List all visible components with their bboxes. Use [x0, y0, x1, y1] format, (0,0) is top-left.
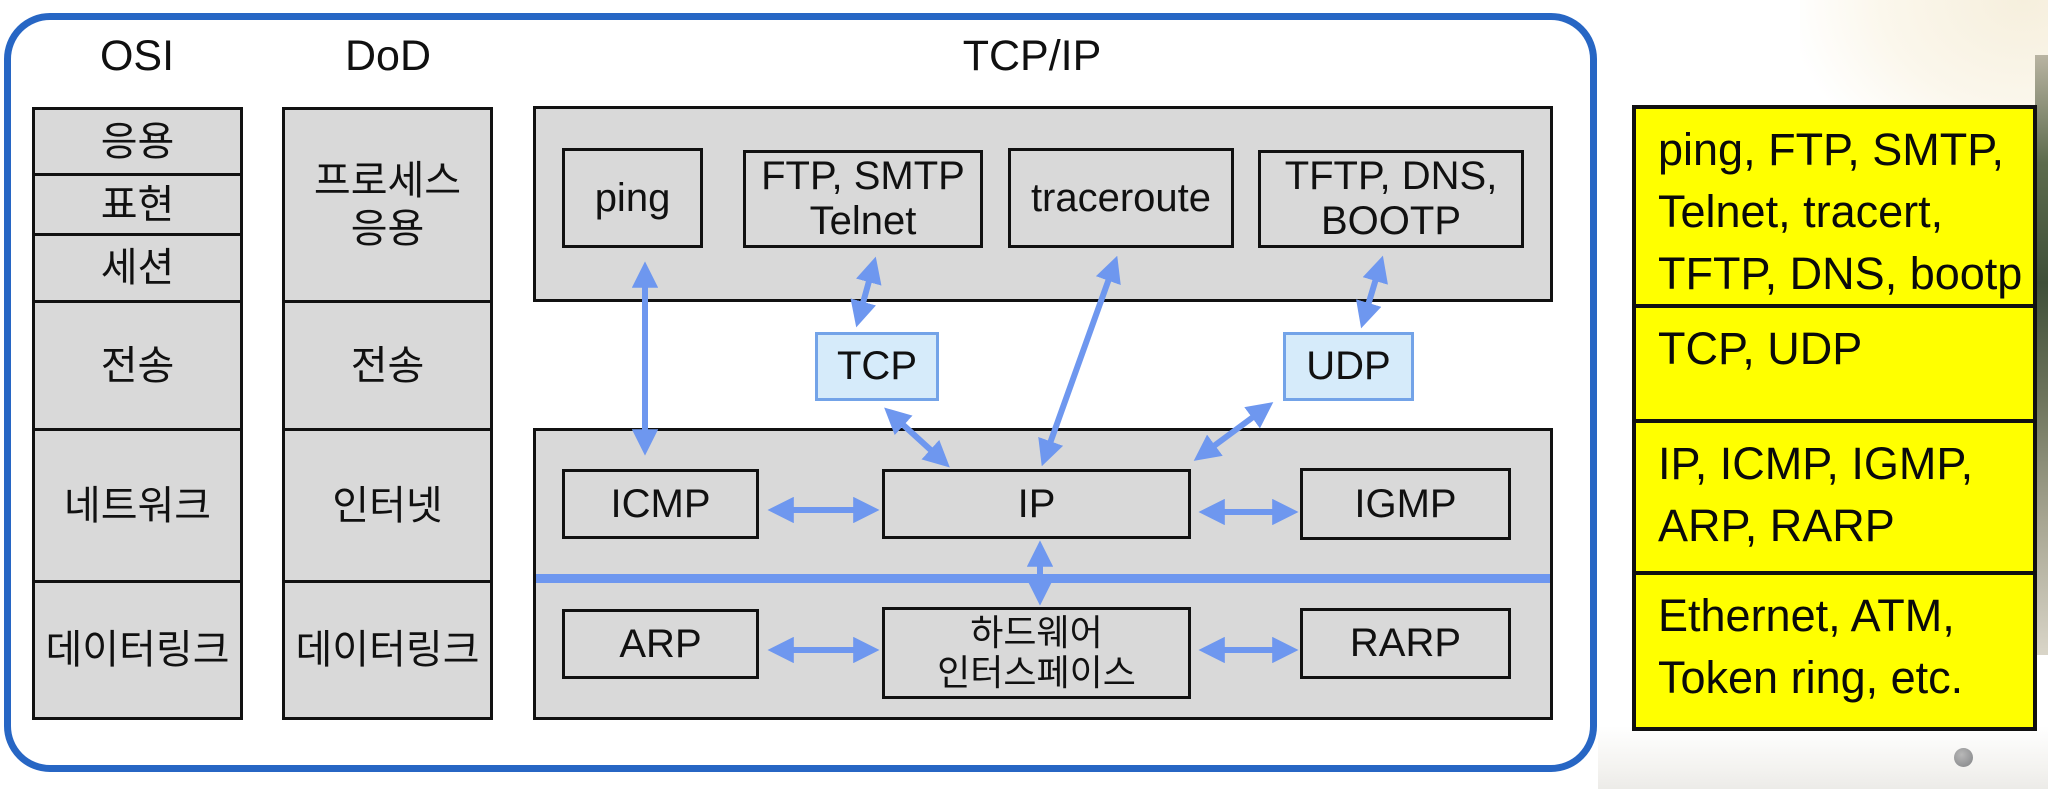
osi-layer-network: 네트워크 — [35, 428, 240, 580]
diagram-frame — [4, 13, 1597, 772]
network-datalink-divider-line — [536, 574, 1550, 583]
box-icmp: ICMP — [562, 469, 759, 539]
box-tcp: TCP — [815, 332, 939, 401]
drawer-knob — [1954, 748, 1973, 767]
dod-layer-transport: 전송 — [285, 300, 490, 428]
box-ping: ping — [562, 148, 703, 248]
header-osi: OSI — [99, 32, 175, 80]
dod-layer-column: 프로세스 응용 전송 인터넷 데이터링크 — [282, 107, 493, 720]
box-traceroute: traceroute — [1008, 148, 1234, 248]
dod-layer-datalink: 데이터링크 — [285, 580, 490, 717]
box-igmp: IGMP — [1300, 468, 1511, 540]
panel-transport-protocols: TCP, UDP — [1632, 304, 2037, 423]
osi-layer-presentation: 표현 — [35, 173, 240, 233]
box-arp: ARP — [562, 609, 759, 679]
osi-layer-column: 응용 표현 세션 전송 네트워크 데이터링크 — [32, 107, 243, 720]
osi-layer-session: 세션 — [35, 233, 240, 300]
dod-layer-process-application: 프로세스 응용 — [285, 110, 490, 300]
background-photo-drawer — [1598, 726, 2048, 789]
panel-datalink-technologies: Ethernet, ATM, Token ring, etc. — [1632, 571, 2037, 731]
box-ftp-smtp-telnet: FTP, SMTP Telnet — [743, 150, 983, 248]
header-tcpip: TCP/IP — [962, 32, 1102, 80]
box-hardware-interface: 하드웨어 인터스페이스 — [882, 607, 1191, 699]
background-photo-plant-strip — [2035, 55, 2048, 655]
dod-layer-internet: 인터넷 — [285, 428, 490, 580]
header-dod: DoD — [344, 32, 432, 80]
box-udp: UDP — [1283, 332, 1414, 401]
osi-layer-application: 응용 — [35, 110, 240, 173]
panel-network-protocols: IP, ICMP, IGMP, ARP, RARP — [1632, 419, 2037, 575]
box-ip: IP — [882, 469, 1191, 539]
osi-layer-transport: 전송 — [35, 300, 240, 428]
panel-application-protocols: ping, FTP, SMTP, Telnet, tracert, TFTP, … — [1632, 105, 2037, 308]
box-rarp: RARP — [1300, 608, 1511, 679]
box-tftp-dns-bootp: TFTP, DNS, BOOTP — [1258, 150, 1524, 248]
osi-layer-datalink: 데이터링크 — [35, 580, 240, 717]
